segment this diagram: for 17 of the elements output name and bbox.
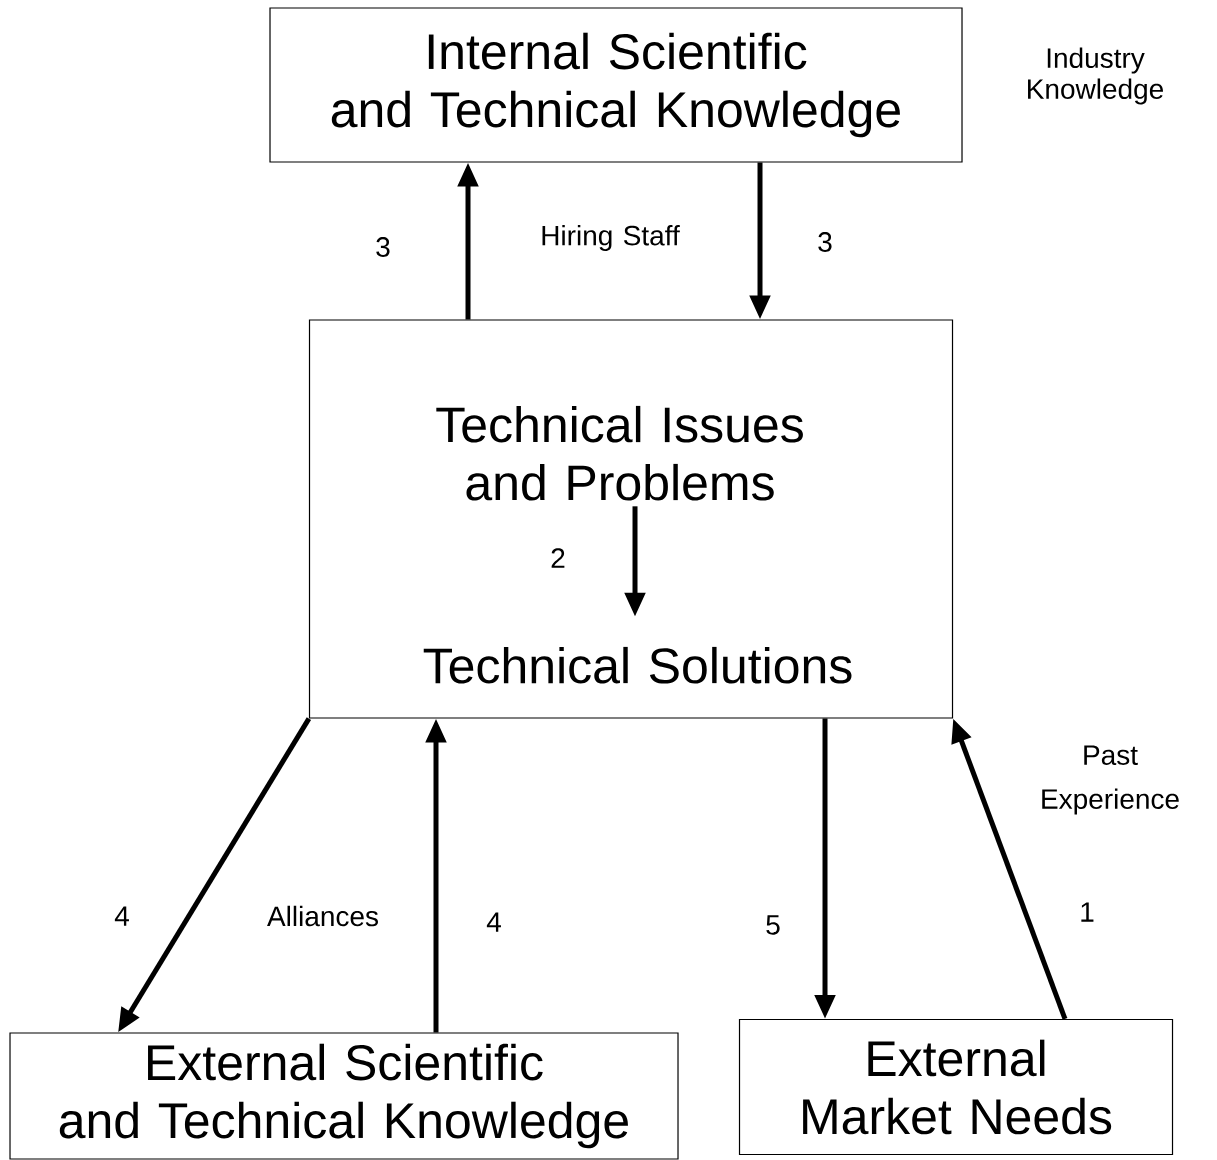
note-label: Hiring Staff xyxy=(542,224,680,252)
edge-label: 3 xyxy=(815,230,835,254)
note-label: Past Experience xyxy=(1042,745,1179,815)
box-text: Technical Issues and Problems xyxy=(436,405,803,501)
note-label: Alliances xyxy=(267,905,378,927)
edge-label: 5 xyxy=(763,913,783,937)
box-text: Technical Solutions xyxy=(423,646,852,684)
text-box: External Market Needs xyxy=(738,1018,1174,1156)
edge-label: 4 xyxy=(112,904,132,928)
text-box: External Scientific and Technical Knowledge xyxy=(9,1032,679,1160)
edge-label: 2 xyxy=(548,546,568,570)
edge-label: 4 xyxy=(484,910,504,934)
note-label: Industry Knowledge xyxy=(1028,47,1163,105)
empty-box xyxy=(308,319,954,719)
edge-label: 3 xyxy=(373,235,393,259)
edge-label: 1 xyxy=(1077,900,1097,924)
text-box: Internal Scientific and Technical Knowledge xyxy=(269,7,963,163)
